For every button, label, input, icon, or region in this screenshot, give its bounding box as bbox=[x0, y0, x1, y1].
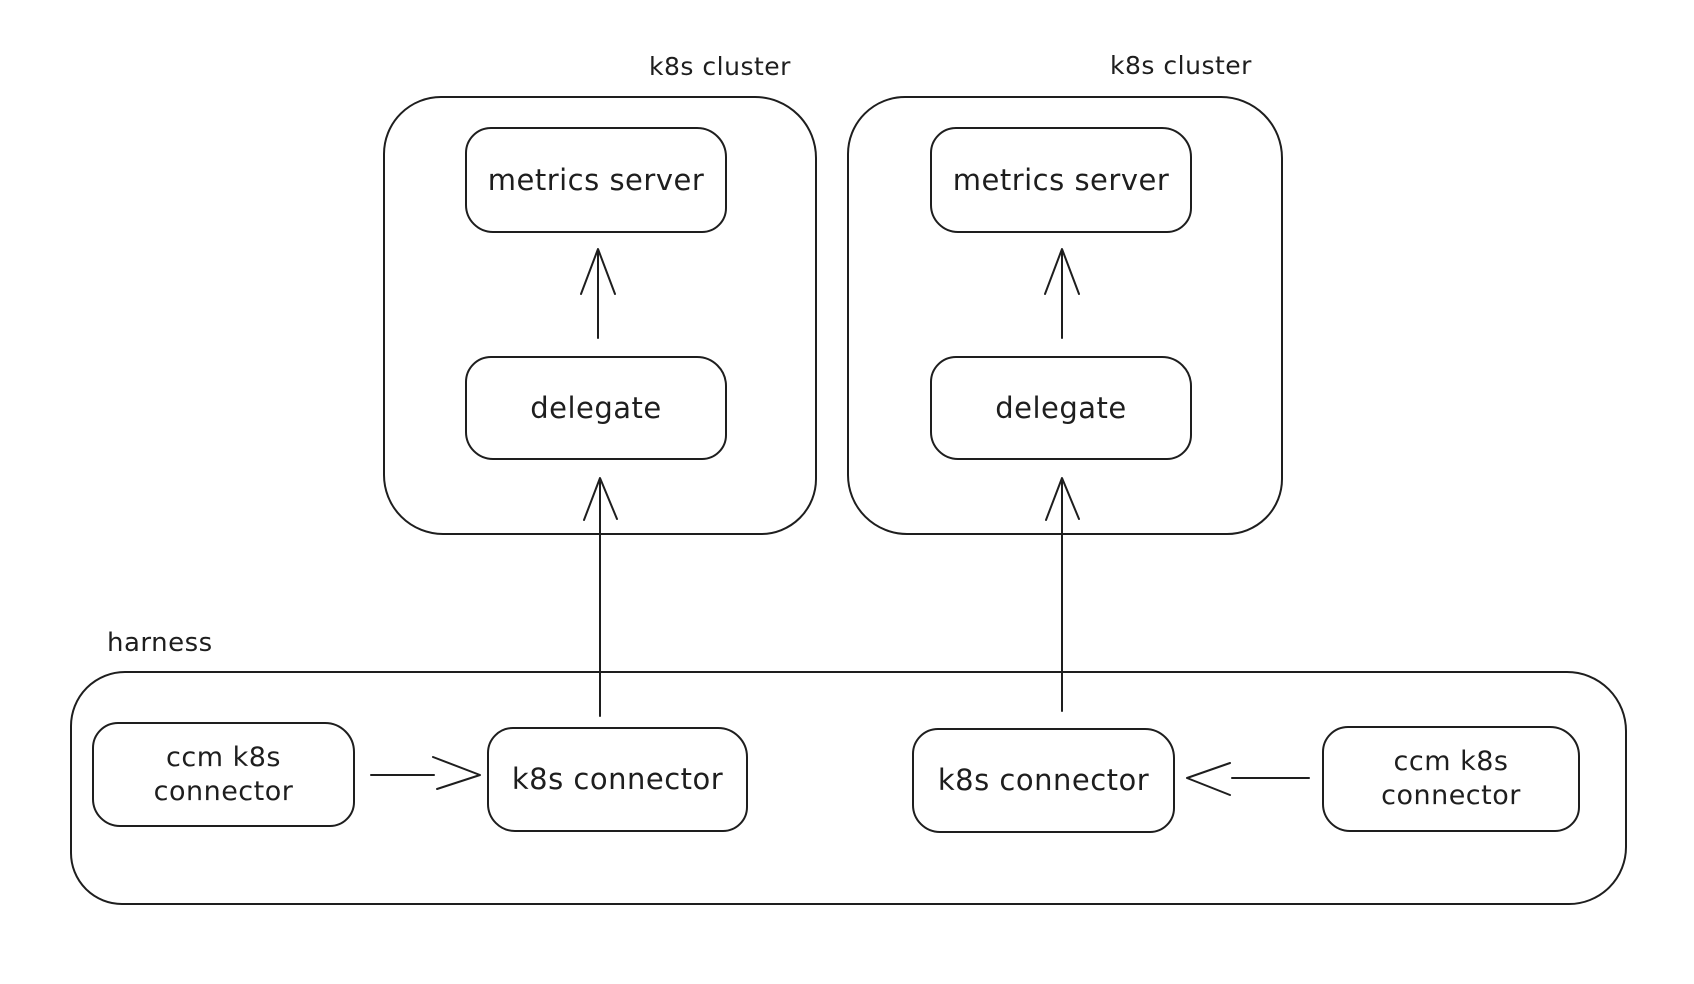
cluster-left-label: k8s cluster bbox=[649, 52, 791, 81]
delegate-node-right: delegate bbox=[930, 356, 1192, 460]
metrics-server-node-right: metrics server bbox=[930, 127, 1192, 233]
k8s-connector-label: k8s connector bbox=[511, 762, 724, 797]
harness-label: harness bbox=[107, 628, 213, 658]
delegate-label: delegate bbox=[530, 390, 662, 425]
ccm-k8s-connector-node-right: ccm k8s connector bbox=[1322, 726, 1580, 832]
k8s-connector-node-right: k8s connector bbox=[912, 728, 1175, 833]
delegate-node-left: delegate bbox=[465, 356, 727, 460]
metrics-server-node-left: metrics server bbox=[465, 127, 727, 233]
ccm-k8s-connector-label: ccm k8s connector bbox=[1381, 746, 1521, 811]
k8s-connector-label: k8s connector bbox=[937, 763, 1150, 798]
k8s-cluster-right-box bbox=[847, 96, 1283, 535]
cluster-right-label: k8s cluster bbox=[1110, 51, 1252, 80]
ccm-k8s-connector-label: ccm k8s connector bbox=[153, 741, 294, 807]
metrics-server-label: metrics server bbox=[952, 162, 1170, 197]
delegate-label: delegate bbox=[995, 390, 1127, 425]
harness-box bbox=[70, 671, 1627, 905]
metrics-server-label: metrics server bbox=[487, 162, 705, 197]
k8s-connector-node-left: k8s connector bbox=[487, 727, 748, 832]
ccm-k8s-connector-node-left: ccm k8s connector bbox=[92, 722, 355, 827]
